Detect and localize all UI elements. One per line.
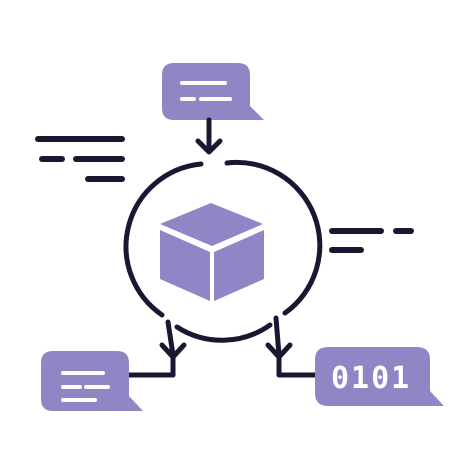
binary-message-bubble: 0101 (315, 347, 444, 406)
central-ring (123, 159, 323, 343)
ring-arc (174, 322, 273, 343)
right-motion-lines (329, 228, 414, 253)
cube-left-face (160, 230, 210, 301)
arrow-down-icon (195, 138, 223, 155)
ring-arc (123, 161, 204, 318)
bottom-left-message-bubble (41, 351, 143, 411)
cube-top-face (160, 203, 263, 246)
binary-chat-bubble-icon (315, 347, 444, 406)
top-arrow (195, 117, 223, 155)
chat-bubble-icon (41, 351, 143, 411)
bottom-right-arrow (265, 315, 322, 378)
connector-line (273, 315, 282, 358)
cube-right-face (214, 230, 264, 301)
left-motion-lines (35, 136, 125, 182)
top-message-bubble (162, 63, 264, 120)
binary-label: 0101 (331, 361, 411, 396)
connector-line (165, 319, 176, 358)
cube-icon (160, 203, 264, 301)
ring-arc (224, 159, 323, 316)
chat-bubble-icon (162, 63, 264, 120)
bottom-left-arrow (125, 319, 187, 378)
